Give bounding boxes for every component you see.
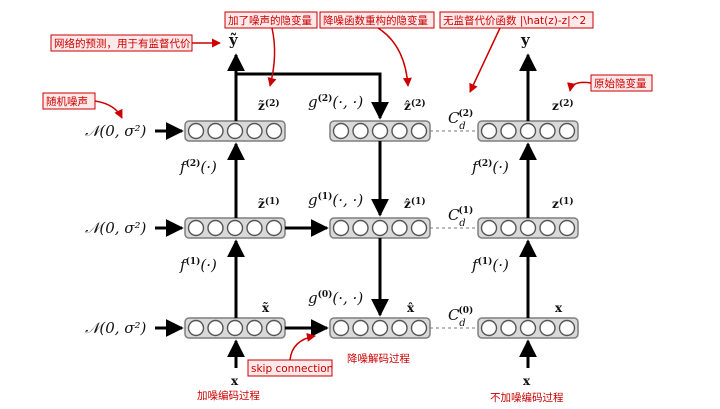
noise-label-0: 𝒩(0, σ²)	[85, 319, 147, 337]
x-input-clean: x	[523, 374, 531, 388]
svg-text:网络的预测，用于有监督代价: 网络的预测，用于有监督代价	[54, 37, 191, 50]
label-clean-encode: 不加噪编码过程	[490, 391, 564, 404]
annotation-unsup-cost: 无监督代价函数 |\hat(z)-z|^2	[439, 11, 594, 93]
g1-label: g(1)(·, ·)	[308, 191, 363, 209]
annotation-added-noise-latent: 加了噪声的隐变量	[224, 11, 318, 87]
g0-label: g(0)(·, ·)	[308, 289, 363, 307]
f2-label-noisy: f(2)(·)	[179, 158, 217, 176]
z-hat-2-label: ẑ(2)	[404, 98, 426, 113]
x-input-noisy: x	[231, 374, 239, 388]
label-noisy-encode: 加噪编码过程	[197, 389, 260, 402]
y-tilde-label: ỹ	[228, 31, 239, 49]
z-tilde-1-label: z̃(1)	[258, 196, 280, 211]
f1-label-clean: f(1)(·)	[471, 256, 509, 274]
f2-label-clean: f(2)(·)	[471, 158, 509, 176]
f1-label-noisy: f(1)(·)	[179, 256, 217, 274]
svg-text:降噪函数重构的隐变量: 降噪函数重构的隐变量	[323, 14, 428, 27]
annotation-arrow	[94, 100, 123, 119]
cd-label-1: C(1)d	[448, 205, 473, 229]
clean-encoder-layer-1	[477, 217, 579, 239]
noisy-encoder-layer-1	[184, 217, 286, 239]
annotation-random-noise: 随机噪声	[42, 92, 123, 119]
decoder-layer-1	[329, 217, 431, 239]
svg-text:无监督代价函数 |\hat(z)-z|^2: 无监督代价函数 |\hat(z)-z|^2	[443, 14, 586, 27]
lateral-arrow-2	[236, 72, 389, 120]
decoder-layer-2	[329, 120, 431, 142]
cd-label-0: C(0)d	[448, 305, 473, 329]
y-label: y	[520, 31, 531, 49]
cd-label-2: C(2)d	[448, 108, 473, 132]
x-clean-label: x	[555, 301, 563, 315]
annotation-denoise-recon-latent: 降噪函数重构的隐变量	[319, 11, 435, 87]
svg-text:随机噪声: 随机噪声	[46, 95, 88, 108]
svg-text:skip connection: skip connection	[251, 363, 333, 375]
decoder-layer-0	[329, 317, 431, 339]
svg-text:加了噪声的隐变量: 加了噪声的隐变量	[228, 14, 312, 27]
z-2-label: z(2)	[552, 98, 574, 113]
g2-label: g(2)(·, ·)	[308, 93, 363, 111]
annotation-arrow	[289, 332, 316, 361]
annotation-skip-connection: skip connection	[247, 332, 333, 377]
noise-label-2: 𝒩(0, σ²)	[85, 122, 147, 140]
svg-text:原始隐变量: 原始隐变量	[594, 77, 647, 90]
noisy-encoder-layer-2	[184, 120, 286, 142]
annotation-arrow	[567, 81, 592, 92]
x-hat-label: x̂	[407, 301, 415, 315]
clean-encoder-layer-2	[477, 120, 579, 142]
label-denoise-decode: 降噪解码过程	[347, 352, 410, 365]
annotation-arrow	[267, 27, 277, 87]
annotation-arrow	[469, 27, 501, 93]
annotation-original-latent: 原始隐变量	[567, 74, 653, 92]
z-1-label: z(1)	[552, 196, 574, 211]
noise-label-1: 𝒩(0, σ²)	[85, 219, 147, 237]
z-tilde-2-label: z̃(2)	[258, 98, 280, 113]
x-tilde-label: x̃	[262, 301, 270, 315]
clean-encoder-layer-0	[477, 317, 579, 339]
z-hat-1-label: ẑ(1)	[404, 196, 426, 211]
annotation-prediction: 网络的预测，用于有监督代价	[50, 34, 221, 52]
annotation-arrow	[377, 27, 412, 87]
noisy-encoder-layer-0	[184, 317, 286, 339]
